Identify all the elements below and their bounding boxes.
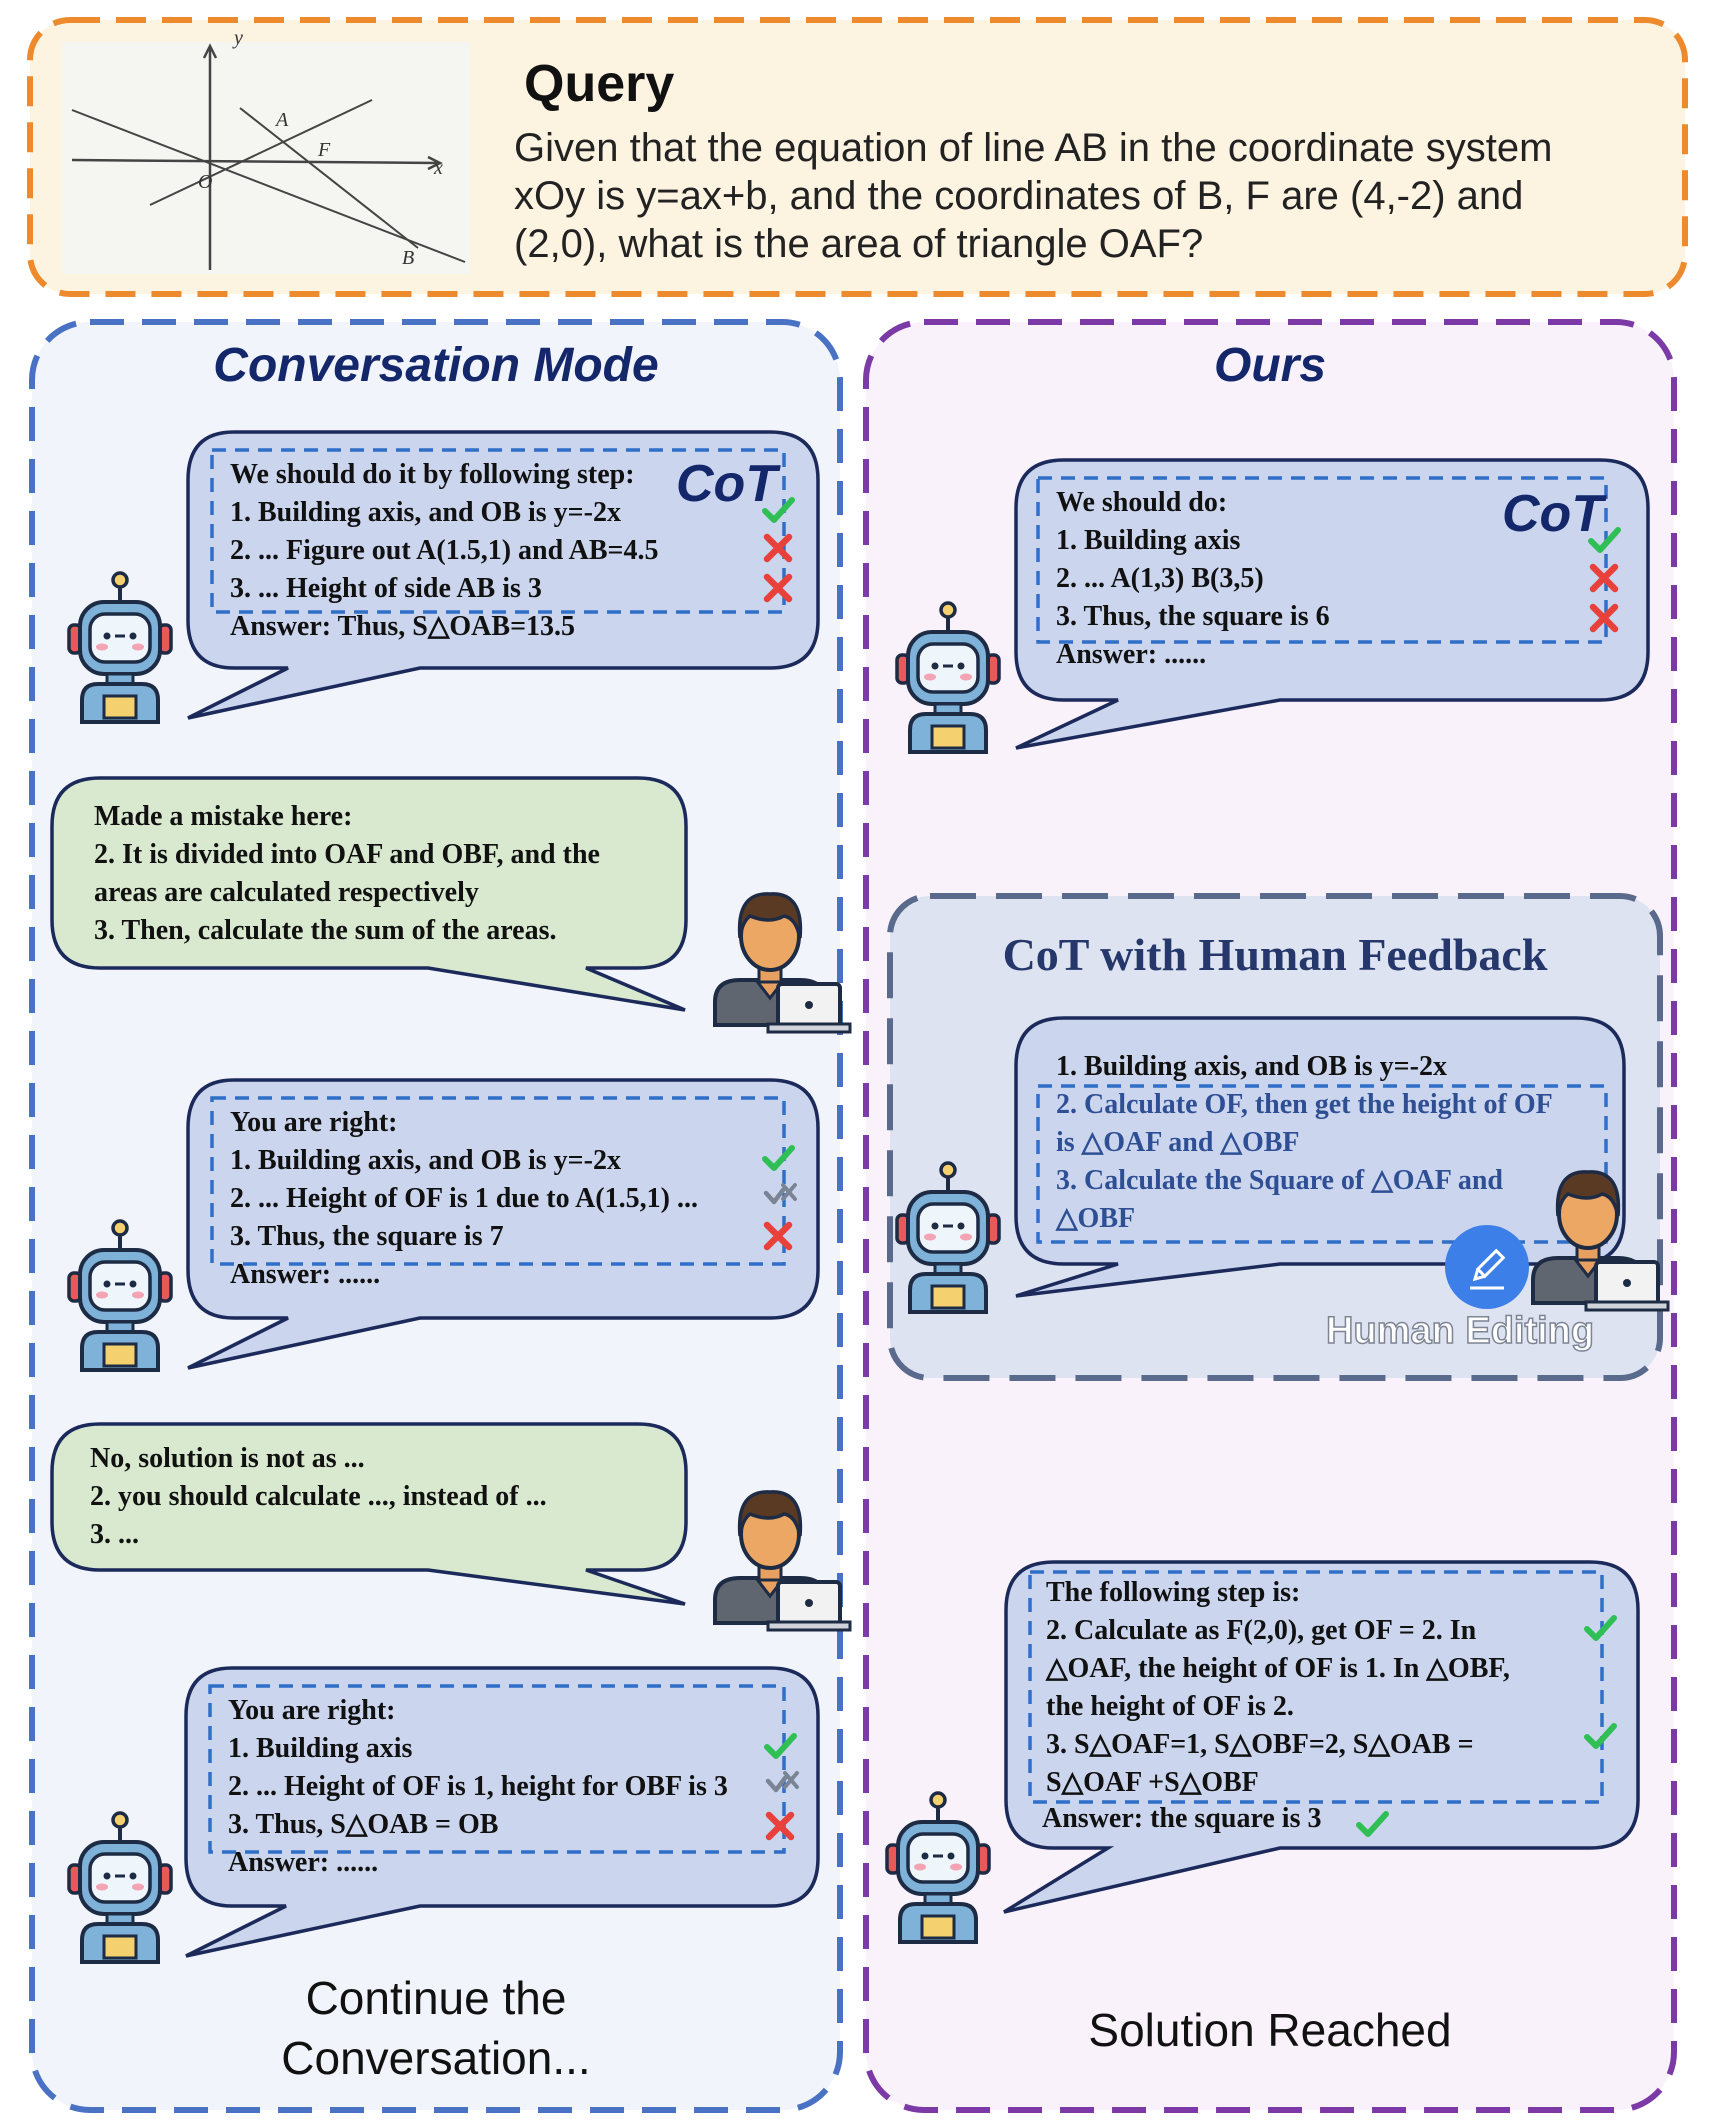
bubble-line: The following step is:: [1046, 1577, 1301, 1608]
feedback-line: No, solution is not as ...: [90, 1443, 365, 1474]
bubble-line: 3. Thus, the square is 6: [1056, 601, 1330, 632]
bubble-line: the height of OF is 2.: [1046, 1691, 1294, 1722]
right-bubble-2-shape: [1003, 1560, 1640, 1914]
bubble-line: 1. Building axis: [1056, 525, 1241, 556]
figure-label-x: x: [433, 157, 443, 179]
bubble-line: 2. ... A(1,3) B(3,5): [1056, 563, 1264, 594]
left-bubble-1-text: We should do it by following step: 1. Bu…: [230, 456, 658, 646]
hf-line-edited[interactable]: 3. Calculate the Square of △OAF and: [1056, 1165, 1503, 1196]
figure-label-b: B: [402, 247, 414, 269]
figure-label-y: y: [232, 27, 243, 49]
bubble-answer: Answer: ......: [230, 1259, 381, 1290]
bubble-line: 3. ... Height of side AB is 3: [230, 573, 542, 604]
bubble-line: 2. ... Height of OF is 1, height for OBF…: [228, 1771, 728, 1802]
bubble-line: △OAF, the height of OF is 1. In △OBF,: [1046, 1653, 1510, 1684]
bubble-line: 3. S△OAF=1, S△OBF=2, S△OAB =: [1046, 1729, 1474, 1760]
hf-line-edited[interactable]: △OBF: [1056, 1203, 1136, 1234]
query-line: xOy is y=ax+b, and the coordinates of B,…: [514, 174, 1524, 218]
figure-label-origin: O: [198, 171, 212, 193]
bubble-line: 2. ... Figure out A(1.5,1) and AB=4.5: [230, 535, 659, 566]
left-caption: Continue the Conversation...: [32, 1968, 840, 2088]
left-feedback-2-shape: [50, 1422, 688, 1606]
hf-line-edited[interactable]: is △OAF and △OBF: [1056, 1127, 1300, 1158]
query-title: Query: [524, 55, 675, 113]
right-panel-title: Ours: [1213, 339, 1327, 392]
query-figure: y x O A F B: [62, 27, 470, 274]
bubble-line: 1. Building axis, and OB is y=-2x: [230, 497, 621, 528]
left-feedback-2-text: No, solution is not as ... 2. you should…: [90, 1440, 547, 1554]
bubble-line: We should do:: [1056, 487, 1228, 518]
bubble-line: You are right:: [228, 1695, 396, 1726]
left-bubble-2-text: You are right: 1. Building axis, and OB …: [230, 1104, 698, 1294]
right-caption: Solution Reached: [1088, 2004, 1452, 2056]
bubble-line: S△OAF +S△OBF: [1046, 1767, 1259, 1798]
right-bubble-1-text: We should do: 1. Building axis 2. ... A(…: [1056, 484, 1330, 674]
human-editing-label: Human Editing: [1325, 1309, 1595, 1353]
right-bubble-2-text: The following step is: 2. Calculate as F…: [1046, 1574, 1510, 1802]
feedback-line: Made a mistake here:: [94, 801, 353, 832]
left-panel-title: Conversation Mode: [213, 339, 659, 392]
left-feedback-1-text: Made a mistake here: 2. It is divided in…: [94, 798, 600, 950]
figure-label-a: A: [274, 109, 289, 131]
bubble-answer: Answer: ......: [1056, 639, 1207, 670]
feedback-line: areas are calculated respectively: [94, 877, 479, 908]
left-feedback-1-shape: [50, 776, 688, 1012]
bubble-line: We should do it by following step:: [230, 459, 635, 490]
bubble-line: 1. Building axis: [228, 1733, 413, 1764]
left-bubble-3-text: You are right: 1. Building axis 2. ... H…: [228, 1692, 728, 1882]
bubble-line: 2. ... Height of OF is 1 due to A(1.5,1)…: [230, 1183, 698, 1214]
hf-line: 1. Building axis, and OB is y=-2x: [1056, 1051, 1447, 1082]
hf-line-edited[interactable]: 2. Calculate OF, then get the height of …: [1056, 1089, 1553, 1120]
query-line: (2,0), what is the area of triangle OAF?: [514, 222, 1204, 266]
bubble-answer: Answer: ......: [228, 1847, 379, 1878]
cot-label: CoT: [676, 455, 778, 513]
figure-label-f: F: [317, 139, 331, 161]
bubble-answer: Answer: the square is 3: [1042, 1803, 1322, 1834]
left-bubble-2-shape: [186, 1078, 820, 1370]
bubble-line: 1. Building axis, and OB is y=-2x: [230, 1145, 621, 1176]
hf-title: CoT with Human Feedback: [1002, 929, 1548, 980]
left-bubble-1-shape: [186, 430, 820, 720]
feedback-line: 3. ...: [90, 1519, 139, 1550]
hf-bubble-text: 1. Building axis, and OB is y=-2x 2. Cal…: [1056, 1048, 1553, 1238]
caption-line: Conversation...: [281, 2032, 591, 2084]
feedback-line: 2. It is divided into OAF and OBF, and t…: [94, 839, 600, 870]
query-text: Given that the equation of line AB in th…: [514, 124, 1552, 268]
bubble-line: 3. Thus, the square is 7: [230, 1221, 504, 1252]
feedback-line: 2. you should calculate ..., instead of …: [90, 1481, 547, 1512]
feedback-line: 3. Then, calculate the sum of the areas.: [94, 915, 557, 946]
cot-label: CoT: [1502, 485, 1604, 543]
right-bubble-1-shape: [1014, 458, 1650, 750]
query-line: Given that the equation of line AB in th…: [514, 126, 1553, 170]
hf-bubble-shape: [1014, 1016, 1626, 1298]
bubble-line: You are right:: [230, 1107, 398, 1138]
pen-icon: [1472, 1248, 1506, 1282]
bubble-answer: Answer: Thus, S△OAB=13.5: [230, 611, 576, 642]
edit-pen-button: [1445, 1225, 1529, 1309]
left-bubble-3-shape: [184, 1666, 820, 1958]
bubble-line: 2. Calculate as F(2,0), get OF = 2. In: [1046, 1615, 1477, 1646]
bubble-line: 3. Thus, S△OAB = OB: [228, 1809, 499, 1840]
caption-line: Continue the: [305, 1972, 567, 2024]
